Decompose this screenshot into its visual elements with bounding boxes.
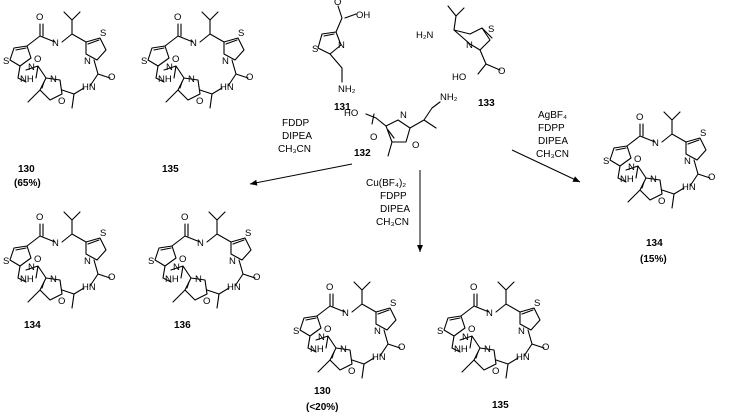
compound-label: 130: [18, 164, 35, 175]
atom-HO: HO: [452, 72, 466, 83]
compound-label: 132: [354, 148, 371, 159]
atom-H2N: H₂N: [416, 30, 434, 41]
svg-text:FDPP: FDPP: [538, 123, 565, 134]
atom-O: O: [498, 66, 505, 77]
atom-N: N: [338, 40, 345, 51]
atom-N: N: [466, 40, 473, 51]
reaction-arrow-icon: [249, 163, 353, 186]
compound-134-left: 134: [2, 211, 116, 331]
compound-135-bottom: 135: [436, 281, 550, 411]
atom-O: O: [370, 132, 377, 143]
compound-131: S N O OH NH₂ 131: [312, 0, 370, 113]
atom-HO: HO: [344, 108, 358, 119]
atom-S: S: [312, 44, 318, 55]
reaction-arrow-icon: [511, 149, 581, 183]
svg-text:CH₃CN: CH₃CN: [536, 149, 569, 160]
compound-135-left: 135: [140, 11, 254, 175]
svg-text:CH₃CN: CH₃CN: [278, 144, 311, 155]
svg-text:CH₃CN: CH₃CN: [376, 217, 409, 228]
compound-130-left: 130 (65%): [2, 11, 116, 189]
atom-NH2: NH₂: [440, 92, 458, 103]
atom-O: O: [412, 140, 419, 151]
conditions-right: AgBF₄ FDPP DIPEA CH₃CN: [536, 110, 569, 160]
conditions-left: FDDP DIPEA CH₃CN: [278, 118, 312, 155]
compound-yield: (65%): [14, 178, 41, 189]
compound-130-bottom: 130 (<20%): [292, 281, 406, 413]
compound-136: 136: [147, 211, 261, 331]
compound-label: 134: [646, 238, 663, 249]
atom-S: S: [488, 24, 494, 35]
svg-text:AgBF₄: AgBF₄: [538, 110, 567, 121]
conditions-down: Cu(BF₄)₂ FDPP DIPEA CH₃CN: [366, 178, 410, 228]
atom-NH2: NH₂: [338, 84, 356, 95]
svg-text:DIPEA: DIPEA: [380, 204, 410, 215]
compound-label: 134: [24, 320, 41, 331]
atom-OH: OH: [356, 10, 370, 21]
compound-134-right: 134 (15%): [602, 111, 716, 265]
compound-yield: (15%): [640, 254, 667, 265]
compound-label: 136: [174, 320, 191, 331]
compound-133: H₂N N S HO O 133: [416, 5, 505, 109]
atom-N: N: [400, 110, 407, 121]
compound-label: 131: [334, 102, 351, 113]
svg-text:Cu(BF₄)₂: Cu(BF₄)₂: [366, 178, 406, 189]
compound-label: 133: [478, 98, 495, 109]
svg-text:DIPEA: DIPEA: [282, 131, 312, 142]
compound-label: 130: [314, 386, 331, 397]
atom-O: O: [334, 0, 341, 8]
compound-label: 135: [492, 400, 509, 411]
svg-text:FDPP: FDPP: [380, 191, 407, 202]
compound-label: 135: [162, 164, 179, 175]
compound-yield: (<20%): [306, 402, 339, 413]
compound-132: HO O O N NH₂ 132: [344, 92, 458, 159]
svg-text:FDDP: FDDP: [282, 118, 310, 129]
svg-text:DIPEA: DIPEA: [538, 136, 568, 147]
